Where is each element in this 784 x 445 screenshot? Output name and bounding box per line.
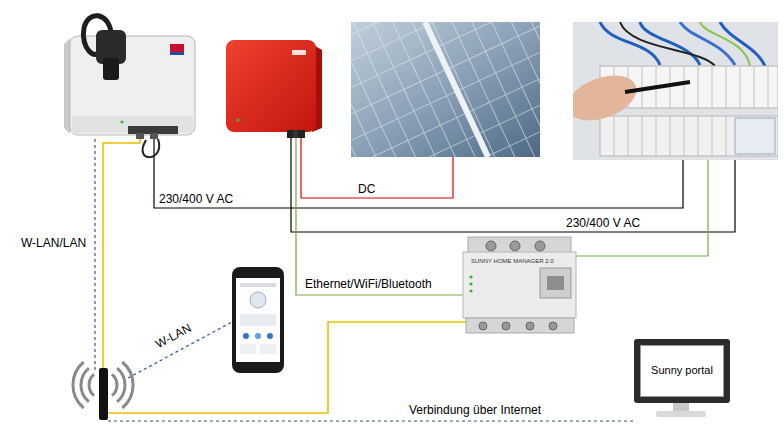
monitor: [634, 339, 730, 403]
pv-panel: [425, 22, 488, 157]
wire-label: 230/400 V AC: [565, 216, 641, 230]
smartphone: [255, 333, 261, 339]
connection-label: W-LAN/LAN: [20, 236, 87, 250]
wifi-router: [122, 362, 133, 408]
energy-meter: [469, 282, 472, 285]
smartphone: [260, 344, 276, 354]
ev-charger: [72, 116, 193, 133]
energy-meter: [502, 322, 510, 330]
monitor: [634, 339, 730, 417]
ev-charger: [120, 120, 123, 123]
energy-meter: [463, 237, 576, 333]
wire-label: 230/400 V AC: [158, 192, 234, 206]
distribution-board: [573, 22, 778, 160]
smartphone: [232, 267, 284, 373]
pv-panel: [351, 36, 401, 157]
connection-label: W-LAN: [152, 320, 194, 351]
energy-meter: [479, 322, 487, 330]
distribution-board: [600, 116, 778, 156]
wifi-router: [117, 368, 125, 402]
smartphone: [250, 292, 266, 308]
wire: [576, 160, 708, 256]
distribution-board: [573, 67, 643, 129]
wire: [103, 139, 466, 413]
pv-panel: [351, 22, 540, 143]
connection-label: Ethernet/WiFi/Bluetooth: [304, 277, 433, 291]
ev-charger: [103, 58, 119, 80]
distribution-board: [620, 22, 715, 66]
energy-meter: [469, 275, 472, 278]
distribution-board: [700, 22, 750, 66]
energy-meter: [510, 241, 520, 251]
portal-screen: Sunny portal: [640, 345, 724, 397]
inverter: [236, 118, 239, 121]
energy-meter: [526, 322, 534, 330]
energy-meter: [547, 276, 564, 290]
energy-meter: [466, 318, 574, 333]
energy-meter: [469, 289, 472, 292]
pv-panel: [351, 65, 540, 157]
energy-meter: [486, 241, 496, 251]
ev-charger: [128, 126, 178, 134]
smartphone: [236, 278, 280, 362]
wifi-router: [99, 368, 108, 420]
monitor: [673, 403, 689, 412]
wifi-router: [89, 374, 94, 395]
energy-meter: [463, 252, 576, 318]
ev-charger: [64, 38, 70, 134]
wifi-router: [112, 374, 117, 395]
pv-panel: [351, 87, 540, 157]
distribution-board: [680, 22, 735, 65]
pv-panel: [414, 22, 515, 157]
ev-charger: [143, 139, 160, 157]
energy-meter: [540, 268, 571, 298]
inverter: [226, 40, 316, 132]
ev-charger: [136, 133, 144, 139]
wire: [296, 138, 463, 295]
smartphone: [267, 333, 273, 339]
wifi-router: [81, 368, 89, 402]
smartphone: [240, 314, 276, 326]
smartphone: [232, 267, 284, 373]
monitor: [656, 411, 706, 417]
ev-charger: [150, 133, 158, 139]
energy-meter: [549, 322, 557, 330]
meter-body: SUNNY HOME MANAGER 2.0: [463, 252, 576, 318]
wire: [108, 420, 636, 421]
ev-charger: [170, 44, 184, 52]
wire: [95, 138, 735, 421]
pv-panel: [351, 22, 540, 157]
distribution-board: [614, 66, 768, 108]
pv-panel: [351, 108, 540, 157]
connection-label: Verbindung über Internet: [408, 403, 542, 417]
node-text: Sunny portal: [651, 364, 713, 377]
energy-meter: [535, 241, 545, 251]
smartphone: [243, 333, 249, 339]
smartphone: [240, 344, 256, 354]
pv-panel: [528, 22, 540, 147]
pv-panel: [479, 22, 540, 157]
distribution-board: [720, 22, 765, 66]
wire-label: DC: [357, 182, 376, 196]
pv-panel: [351, 22, 540, 157]
inverter: [226, 40, 322, 138]
ev-charger: [170, 52, 184, 55]
pv-panel: [351, 22, 540, 157]
wire: [94, 139, 95, 372]
ev-charger: [64, 16, 195, 157]
smartphone: [240, 283, 276, 287]
wifi-router: [73, 362, 133, 420]
pv-panel: [512, 22, 540, 155]
inverter: [298, 130, 305, 138]
distribution-board: [735, 118, 775, 154]
wifi-router: [73, 362, 84, 408]
inverter: [292, 50, 306, 55]
inverter: [287, 130, 294, 138]
distribution-board: [625, 82, 690, 92]
node-text: SUNNY HOME MANAGER 2.0: [471, 258, 554, 265]
